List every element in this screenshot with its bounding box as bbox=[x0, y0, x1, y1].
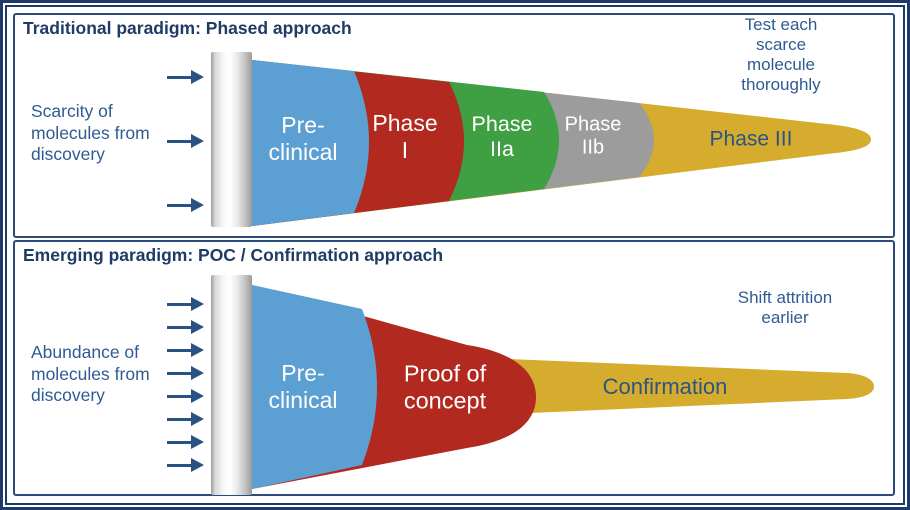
right-arrow-icon bbox=[167, 366, 205, 381]
discovery-pillar bbox=[211, 275, 252, 495]
segment-label-pre-clinical: Pre- clinical bbox=[268, 112, 338, 165]
segment-confirmation-shape bbox=[485, 358, 874, 415]
test-thoroughly-annotation: Test each scarce molecule thoroughly bbox=[741, 15, 821, 94]
panel-emerging: Emerging paradigm: POC / Confirmation ap… bbox=[13, 240, 895, 496]
shift-attrition-annotation: Shift attrition earlier bbox=[737, 288, 833, 327]
right-arrow-icon bbox=[167, 134, 205, 149]
scarcity-label: Scarcity of molecules from discovery bbox=[31, 101, 150, 164]
right-arrow-icon bbox=[167, 458, 205, 473]
segment-label-proof-of-concept: Proof of concept bbox=[403, 360, 487, 414]
panel-traditional: Traditional paradigm: Phased approach Sc… bbox=[13, 13, 895, 238]
right-arrow-icon bbox=[167, 343, 205, 358]
right-arrow-icon bbox=[167, 412, 205, 427]
phased-funnel-graphic bbox=[252, 60, 871, 226]
panel-emerging-title: Emerging paradigm: POC / Confirmation ap… bbox=[23, 245, 444, 265]
segment-pre-clinical-shape bbox=[252, 60, 369, 226]
segment-label-pre-clinical: Pre- clinical bbox=[268, 360, 338, 413]
panel-traditional-title: Traditional paradigm: Phased approach bbox=[23, 18, 352, 38]
discovery-pillar bbox=[211, 52, 252, 227]
segment-label-phase-3: Phase III bbox=[709, 127, 793, 151]
segment-label-phase-1: Phase I bbox=[372, 110, 438, 163]
segment-pre-clinical-shape bbox=[252, 285, 377, 489]
right-arrow-icon bbox=[167, 435, 205, 450]
inflow-arrows-group bbox=[167, 297, 205, 473]
right-arrow-icon bbox=[167, 198, 205, 213]
right-arrow-icon bbox=[167, 297, 205, 312]
abundance-label: Abundance of molecules from discovery bbox=[31, 342, 150, 405]
right-arrow-icon bbox=[167, 389, 205, 404]
right-arrow-icon bbox=[167, 70, 205, 85]
segment-label-phase-2a: Phase IIa bbox=[471, 111, 533, 161]
segment-label-confirmation: Confirmation bbox=[602, 374, 728, 400]
segment-label-phase-2b: Phase IIb bbox=[564, 113, 622, 159]
right-arrow-icon bbox=[167, 320, 205, 335]
poc-funnel-graphic bbox=[252, 285, 874, 489]
inflow-arrows-group bbox=[167, 70, 205, 213]
